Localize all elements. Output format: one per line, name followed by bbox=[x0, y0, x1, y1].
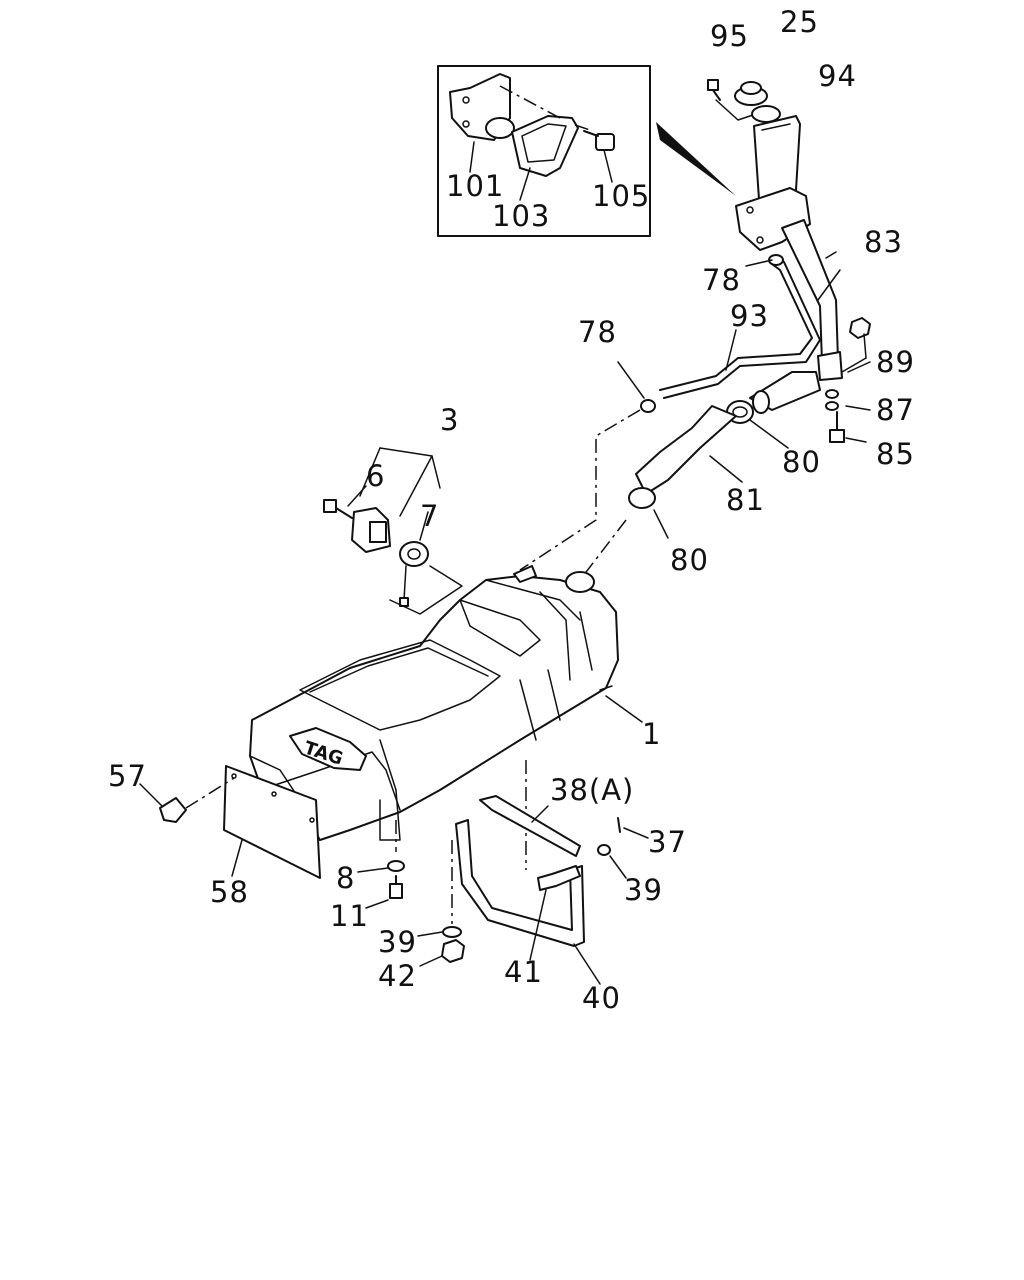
strap-38 bbox=[479, 795, 581, 857]
callout-37: 37 bbox=[648, 825, 687, 859]
callout-89: 89 bbox=[876, 345, 915, 379]
clamp-80-lower bbox=[628, 487, 656, 509]
callout-3: 3 bbox=[440, 403, 459, 437]
callout-57: 57 bbox=[108, 759, 147, 793]
mount-hardware bbox=[357, 820, 465, 967]
callout-80-upper: 80 bbox=[782, 445, 821, 479]
bolt-41 bbox=[537, 865, 581, 891]
callout-103: 103 bbox=[492, 199, 550, 233]
callout-95: 95 bbox=[710, 19, 749, 53]
callout-78-upper: 78 bbox=[702, 263, 741, 297]
screw-95 bbox=[707, 79, 719, 91]
detail-inset bbox=[437, 65, 651, 237]
callout-105: 105 bbox=[592, 179, 650, 213]
fuel-tank-1: TAG bbox=[249, 565, 643, 841]
callout-101: 101 bbox=[446, 169, 504, 203]
hose-assembly bbox=[519, 361, 789, 581]
callout-58: 58 bbox=[210, 875, 249, 909]
fuel-sender-unit bbox=[323, 447, 463, 615]
callout-94: 94 bbox=[818, 59, 857, 93]
callout-6: 6 bbox=[366, 459, 385, 493]
callout-42: 42 bbox=[378, 959, 417, 993]
washer-8 bbox=[387, 860, 405, 872]
callout-25: 25 bbox=[780, 5, 819, 39]
callout-87: 87 bbox=[876, 393, 915, 427]
clip-78-lower bbox=[640, 399, 656, 413]
washer-87 bbox=[825, 401, 839, 411]
bolt-6 bbox=[323, 499, 337, 513]
callout-78-lower: 78 bbox=[578, 315, 617, 349]
callout-80-lower: 80 bbox=[670, 543, 709, 577]
bolt-11 bbox=[389, 883, 403, 899]
callout-85: 85 bbox=[876, 437, 915, 471]
callout-41: 41 bbox=[504, 955, 543, 989]
callout-39-strap: 39 bbox=[624, 873, 663, 907]
gasket-7 bbox=[399, 541, 429, 567]
bolt-105 bbox=[595, 133, 615, 151]
nut-89 bbox=[849, 317, 871, 339]
callout-83: 83 bbox=[864, 225, 903, 259]
bolt-85 bbox=[829, 429, 845, 443]
callout-1: 1 bbox=[642, 717, 661, 751]
callout-93: 93 bbox=[730, 299, 769, 333]
hose-81 bbox=[635, 405, 737, 495]
callout-38a: 38(A) bbox=[550, 773, 634, 807]
callout-39-mount: 39 bbox=[378, 925, 417, 959]
callout-7: 7 bbox=[420, 499, 439, 533]
heat-shield-58 bbox=[139, 765, 321, 879]
filler-neck-assembly bbox=[659, 79, 871, 443]
nut-42 bbox=[441, 939, 465, 963]
callout-8: 8 bbox=[336, 861, 355, 895]
washer-39-strap bbox=[597, 844, 611, 856]
pin-37 bbox=[617, 817, 621, 833]
callout-40: 40 bbox=[582, 981, 621, 1015]
washer-39 bbox=[442, 926, 462, 938]
inset-pointer bbox=[656, 122, 736, 196]
tank-straps bbox=[455, 760, 649, 985]
gasket-94 bbox=[751, 105, 781, 123]
callout-81: 81 bbox=[726, 483, 765, 517]
callout-11: 11 bbox=[330, 899, 369, 933]
bolt-57 bbox=[159, 797, 187, 823]
callout-labels: 95 25 94 101 103 105 83 78 78 93 89 87 8… bbox=[108, 5, 915, 1015]
